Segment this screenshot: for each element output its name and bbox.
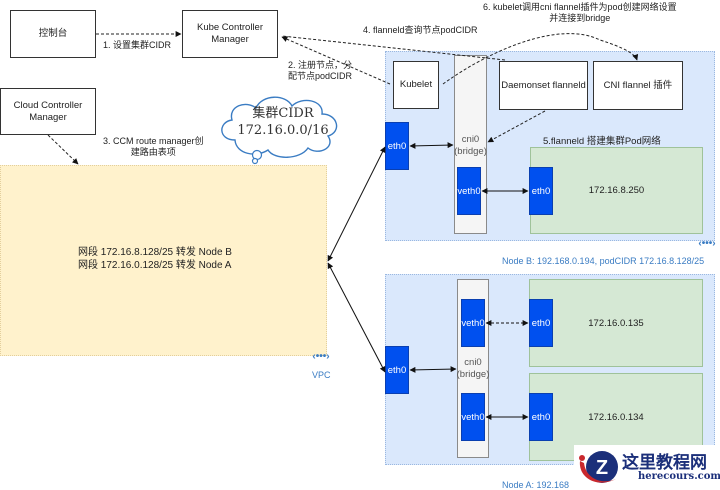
cloud-text: 集群CIDR 172.16.0.0/16	[222, 98, 344, 146]
node-b-bridge-name: cni0	[461, 134, 480, 145]
node-a-pod-2-ip: 172.16.0.134	[588, 411, 644, 423]
watermark: Z 这里教程网 herecours.com	[574, 445, 720, 489]
node-a-veth0-1: veth0	[461, 299, 485, 347]
vpc-area	[0, 165, 327, 356]
step3-line1: 3. CCM route manager创	[103, 136, 204, 146]
cloud-text-line1: 集群CIDR	[252, 106, 314, 121]
node-b-label: Node B: 192.168.0.194, podCIDR 172.16.8.…	[502, 256, 705, 266]
watermark-url: herecours.com	[638, 471, 720, 482]
vpc-route-node-a: 网段 172.16.0.128/25 转发 Node A	[78, 260, 232, 271]
daemonset-flanneld-box: Daemonset flanneld	[499, 61, 588, 110]
node-b-network-icon: ‹•••›	[698, 237, 716, 249]
step4-label: 4. flanneld查询节点podCIDR	[363, 25, 478, 35]
link-vpc-node-a	[327, 262, 386, 373]
cloud-text-line2: 172.16.0.0/16	[237, 123, 329, 138]
vpc-network-icon: ‹•••›	[312, 350, 330, 362]
step2-line1: 2. 注册节点，分	[288, 60, 353, 70]
node-b-host-eth0: eth0	[385, 122, 409, 170]
step1-label: 1. 设置集群CIDR	[103, 40, 172, 50]
console-box: 控制台	[10, 10, 96, 58]
node-a-pod-2-eth0: eth0	[529, 393, 553, 441]
cloud-bubble-small	[251, 157, 259, 165]
step3-label: 3. CCM route manager创 建路由表项	[103, 136, 204, 158]
node-b-pod-ip: 172.16.8.250	[588, 185, 645, 196]
node-a-label: Node A: 192.168	[502, 480, 570, 490]
arrow-step3	[47, 134, 79, 165]
cni-flannel-plugin-box: CNI flannel 插件	[593, 61, 683, 110]
step3-line2: 建路由表项	[130, 147, 176, 157]
cluster-cidr-cloud	[221, 96, 338, 165]
node-a-bridge-name: cni0	[464, 356, 482, 368]
watermark-logo-icon: Z	[579, 451, 618, 483]
kubelet-box: Kubelet	[393, 61, 439, 109]
vpc-label: VPC	[312, 370, 331, 380]
kube-controller-manager-box: Kube Controller Manager	[182, 10, 278, 58]
vpc-route-node-b: 网段 172.16.8.128/25 转发 Node B	[78, 247, 232, 258]
watermark-title: 这里教程网	[622, 453, 707, 473]
step6-label: 6. kubelet调用cni flannel插件为pod创建网络设置 并连接到…	[483, 2, 677, 24]
node-a-host-eth0: eth0	[385, 346, 409, 394]
node-b-veth0: veth0	[457, 167, 481, 215]
vpc-routes: 网段 172.16.8.128/25 转发 Node B 网段 172.16.0…	[78, 246, 232, 272]
node-b-pod: 172.16.8.250	[530, 147, 703, 234]
node-a-pod-1-ip: 172.16.0.135	[588, 317, 644, 329]
svg-text:Z: Z	[596, 457, 608, 479]
console-label: 控制台	[38, 28, 68, 39]
step2-line2: 配节点podCIDR	[288, 71, 353, 81]
node-b-bridge-type: (bridge)	[454, 146, 487, 157]
node-b-pod-eth0: eth0	[529, 167, 553, 215]
node-a-bridge-type: (bridge)	[456, 368, 490, 380]
kube-controller-manager-label: Kube Controller Manager	[196, 22, 263, 45]
cni-flannel-plugin-label: CNI flannel 插件	[603, 79, 673, 91]
kubelet-label: Kubelet	[399, 79, 433, 90]
cloud-controller-manager-box: Cloud Controller Manager	[0, 88, 96, 135]
step2-label: 2. 注册节点，分 配节点podCIDR	[288, 60, 352, 82]
node-a-pod-1: 172.16.0.135	[529, 279, 703, 367]
cloud-controller-manager-label: Cloud Controller Manager	[13, 99, 83, 123]
step6-line2: 并连接到bridge	[549, 13, 611, 23]
node-a-pod-1-eth0: eth0	[529, 299, 553, 347]
step5-label: 5.flanneld 搭建集群Pod网络	[543, 136, 661, 147]
step6-line1: 6. kubelet调用cni flannel插件为pod创建网络设置	[483, 2, 677, 12]
daemonset-flanneld-label: Daemonset flanneld	[501, 79, 586, 91]
node-a-veth0-2: veth0	[461, 393, 485, 441]
